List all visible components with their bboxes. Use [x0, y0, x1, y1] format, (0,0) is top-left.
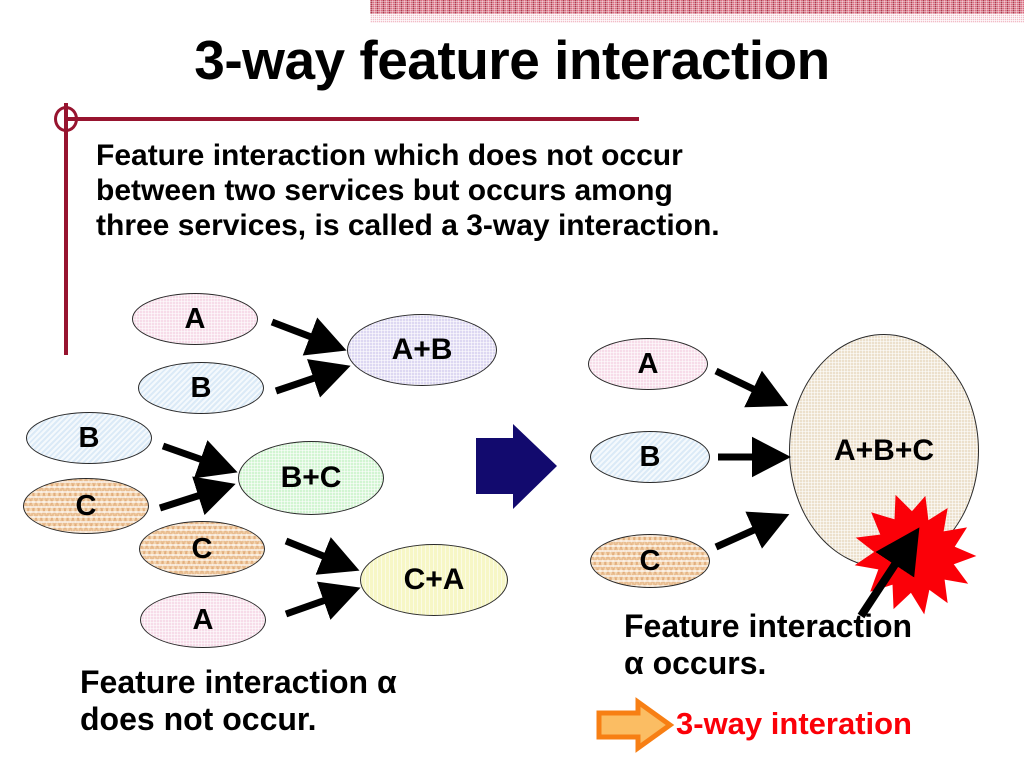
title-underline-rule	[66, 117, 639, 121]
left-group-caption: Feature interaction α does not occur.	[80, 664, 397, 738]
node-result-bc[interactable]: B+C	[238, 441, 384, 515]
node-a-pair3[interactable]: A	[140, 592, 266, 648]
arrow-b-to-ab	[274, 359, 351, 398]
top-decorative-bar-fade	[370, 14, 1024, 23]
right-caption-line-2: α occurs.	[624, 645, 767, 682]
lead-line-2: between two services but occurs among	[96, 174, 673, 208]
node-label: B+C	[280, 461, 342, 494]
node-label: B	[639, 440, 661, 473]
lead-line-3: three services, is called a 3-way intera…	[96, 209, 720, 243]
node-a-right[interactable]: A	[588, 338, 708, 390]
orange-right-arrow-icon[interactable]	[596, 697, 675, 753]
arrow-a-to-abc	[714, 367, 789, 408]
arrow-a-to-ab	[270, 317, 347, 356]
node-c-right[interactable]: C	[590, 534, 710, 588]
node-label: B	[190, 371, 212, 404]
node-result-abc[interactable]: A+B+C	[789, 334, 979, 568]
block-right-arrow-icon	[476, 424, 557, 509]
node-label: A	[184, 302, 206, 335]
node-b-right[interactable]: B	[590, 431, 710, 483]
node-result-ca[interactable]: C+A	[360, 544, 508, 616]
tagline-3way-interation: 3-way interation	[676, 706, 912, 741]
node-label: C	[75, 489, 97, 522]
node-label: A	[637, 347, 659, 380]
arrow-b-to-bc	[161, 440, 238, 479]
lead-line-1: Feature interaction which does not occur	[96, 139, 683, 172]
node-label: C	[639, 544, 661, 577]
right-caption-line-1: Feature interaction	[624, 608, 913, 644]
node-label: A+B	[391, 333, 453, 366]
node-result-ab[interactable]: A+B	[347, 314, 497, 386]
left-vertical-rule	[64, 103, 68, 355]
page-title: 3-way feature interaction	[194, 29, 830, 91]
node-b-pair2[interactable]: B	[26, 412, 152, 464]
node-label: B	[78, 421, 100, 454]
left-caption-line-2: does not occur.	[80, 701, 317, 738]
left-caption-line-1: Feature interaction α	[80, 664, 397, 700]
lead-paragraph: Feature interaction which does not occur…	[96, 138, 1001, 243]
node-label: A+B+C	[833, 434, 935, 467]
top-decorative-bar	[370, 0, 1024, 14]
arrow-c-to-abc	[714, 511, 790, 551]
arrow-a-to-ca	[284, 581, 361, 620]
ring-decoration-icon	[54, 106, 78, 132]
arrow-c-to-ca	[284, 537, 360, 575]
node-label: C+A	[403, 563, 465, 596]
arrow-c-to-bc	[158, 476, 236, 516]
node-label: C	[191, 532, 213, 565]
right-group-caption: Feature interaction α occurs.	[624, 608, 912, 682]
node-c-pair3[interactable]: C	[139, 521, 265, 577]
node-a-pair1[interactable]: A	[132, 293, 258, 345]
node-b-pair1[interactable]: B	[138, 362, 264, 414]
node-c-pair2[interactable]: C	[23, 478, 149, 534]
node-label: A	[192, 603, 214, 636]
